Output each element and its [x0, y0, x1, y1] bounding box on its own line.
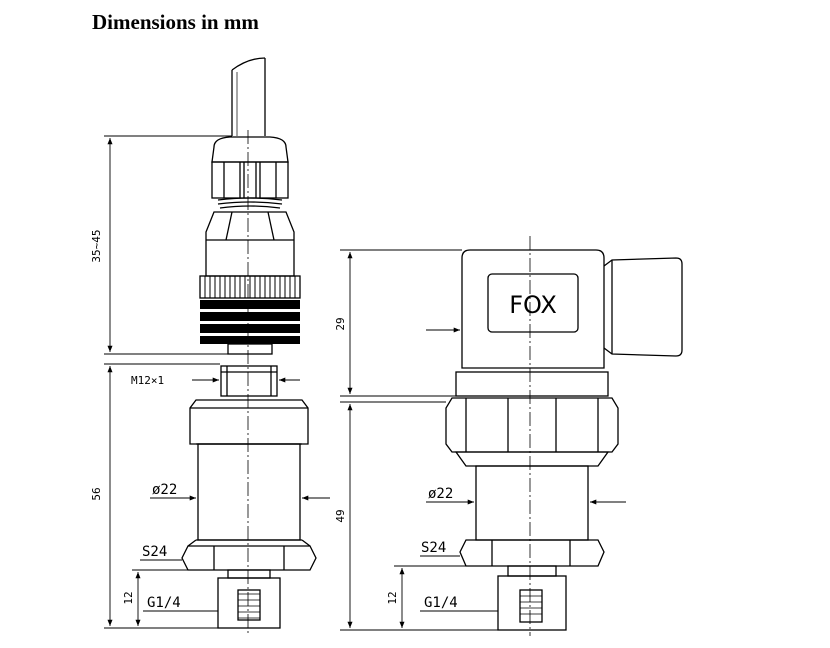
- din-connector-housing: [461, 249, 605, 369]
- brand-label: FOX: [509, 291, 557, 319]
- right-dim-connector-label: 29: [334, 317, 347, 330]
- grip-bands: [200, 300, 300, 344]
- right-process-connection: [497, 565, 567, 631]
- connector-body: [205, 211, 295, 277]
- right-dim-thread: [394, 565, 498, 628]
- left-hex-label: S24: [142, 544, 167, 560]
- right-dim-body: [340, 401, 498, 631]
- right-diameter-label: ø22: [428, 486, 453, 502]
- housing-cylinder: [197, 443, 301, 541]
- right-dim-connector: [340, 249, 462, 397]
- process-connection: [217, 569, 281, 629]
- connector-neck: [227, 343, 273, 355]
- right-housing-cylinder: [475, 465, 589, 541]
- left-m12-label: M12×1: [131, 374, 164, 387]
- left-dim-thread: [104, 569, 218, 629]
- knurled-ring: [199, 275, 301, 299]
- right-dim-body-label: 49: [334, 509, 347, 522]
- page-title: Dimensions in mm: [92, 10, 259, 34]
- left-dim-thread-label: 12: [122, 591, 135, 604]
- left-dim-body: [104, 363, 220, 626]
- cable-gland-nut: [211, 136, 289, 199]
- left-dim-gland-label: 35~45: [90, 229, 103, 262]
- left-view: [104, 57, 330, 636]
- left-thread-label: G1/4: [147, 595, 181, 611]
- gland-thread: [217, 197, 283, 209]
- right-collar: [455, 371, 609, 397]
- cable: [231, 57, 266, 136]
- body-collar: [189, 399, 309, 445]
- left-diameter-label: ø22: [152, 482, 177, 498]
- right-dim-thread-label: 12: [386, 591, 399, 604]
- m12-socket: [220, 365, 278, 397]
- right-hex-nut: [459, 539, 605, 567]
- right-taper: [454, 451, 610, 467]
- left-dim-body-label: 56: [90, 487, 103, 500]
- cable-outlet: [603, 257, 683, 357]
- right-hex-label: S24: [421, 540, 446, 556]
- left-dim-gland: [104, 135, 232, 355]
- right-view: [340, 236, 683, 636]
- right-thread-label: G1/4: [424, 595, 458, 611]
- hex-nut: [181, 539, 317, 571]
- right-large-hex: [445, 397, 619, 453]
